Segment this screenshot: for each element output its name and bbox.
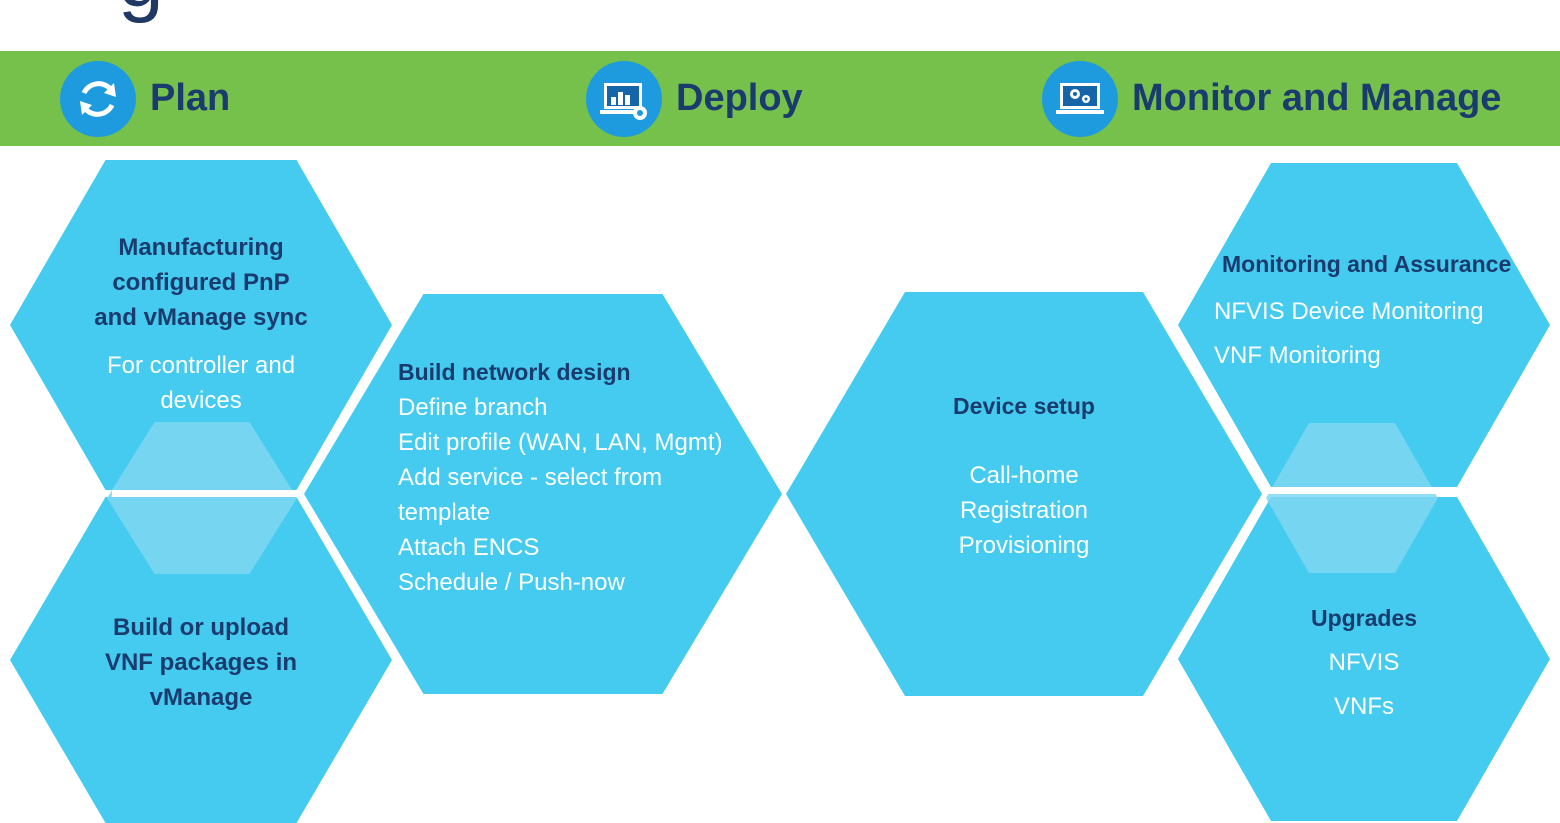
device-setup-steps: Call-home Registration Provisioning [958,462,1090,559]
page-title-fragment: g [118,0,164,20]
monitoring-heading: Monitoring and Assurance [1222,251,1512,277]
laptop-gears-icon [1042,60,1118,137]
phase-banner: Plan Deploy [0,51,1560,146]
device-setup-heading: Device setup [953,393,1095,419]
monitoring-items: NFVIS Device Monitoring VNF Monitoring [1214,298,1484,369]
refresh-cycle-icon [60,60,136,137]
hex-divider-monitor [1266,487,1438,494]
phase-deploy: Deploy [586,51,803,146]
vnf-packages-heading: Build or upload VNF packages in vManage [104,614,298,711]
upgrades-items: NFVIS VNFs [1328,649,1400,720]
hex-divider-plan [112,490,302,497]
phase-label-monitor: Monitor and Manage [1132,77,1502,119]
manufacturing-heading: Manufacturing configured PnP and vManage… [94,234,308,331]
phase-label-plan: Plan [150,77,231,119]
phase-label-deploy: Deploy [676,77,803,119]
laptop-chart-gear-icon [586,60,662,137]
phase-monitor: Monitor and Manage [1042,51,1501,146]
network-design-heading: Build network design [398,359,631,385]
phase-plan: Plan [60,51,230,146]
manufacturing-body: For controller and devices [106,352,296,414]
monitoring-text-clip: Monitoring and Assurance NFVIS Device Mo… [1210,240,1550,380]
network-design-steps: Define branch Edit profile (WAN, LAN, Mg… [398,394,723,596]
upgrades-heading: Upgrades [1310,605,1418,631]
